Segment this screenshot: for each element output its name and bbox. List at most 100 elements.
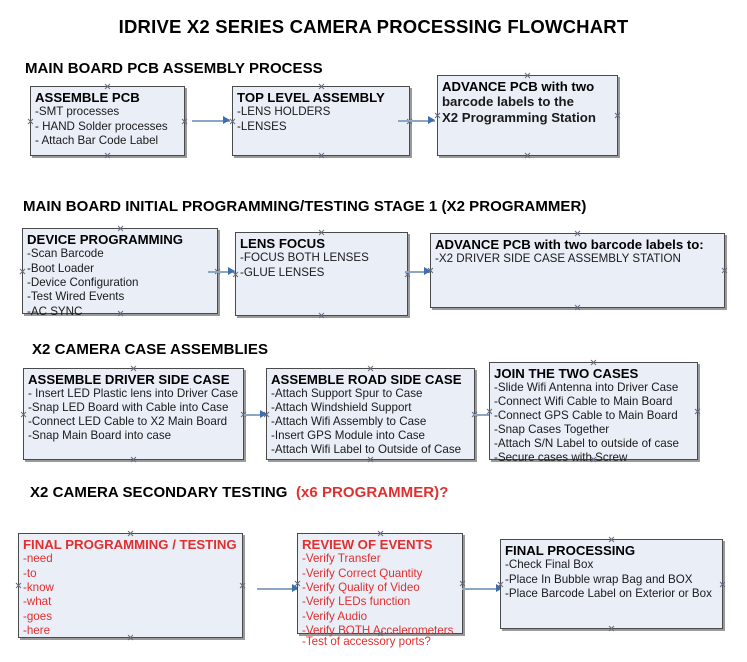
- box-line: -what: [23, 595, 52, 609]
- connection-handle-top[interactable]: [318, 229, 325, 236]
- arrow-shaft: [398, 120, 435, 122]
- connection-handle-bottom[interactable]: [574, 304, 581, 311]
- connection-handle-left[interactable]: [427, 267, 434, 274]
- box-line: -Place Barcode Label on Exterior or Box: [505, 587, 712, 601]
- connection-handle-left[interactable]: [15, 582, 22, 589]
- connection-handle-left[interactable]: [19, 268, 26, 275]
- connection-handle-right[interactable]: [239, 582, 246, 589]
- connection-handle-top[interactable]: [104, 83, 111, 90]
- box-line: -here: [23, 624, 51, 637]
- connection-handle-bottom[interactable]: [590, 456, 597, 463]
- box-line: -goes: [23, 609, 53, 623]
- connection-handle-left[interactable]: [497, 581, 504, 588]
- arrow-shaft: [208, 271, 235, 273]
- box-join-the-two-cases[interactable]: JOIN THE TWO CASES -Slide Wifi Antenna i…: [486, 359, 701, 464]
- box-line: -Attach Support Spur to Case: [271, 387, 423, 401]
- box-line: -Connect GPS Cable to Main Board: [494, 409, 678, 423]
- connection-handle-right[interactable]: [694, 408, 701, 415]
- connection-handle-bottom[interactable]: [377, 630, 384, 637]
- box-final-programming-testing[interactable]: FINAL PROGRAMMING / TESTING -need -to -k…: [18, 533, 243, 638]
- box-advance-pcb-driver-side[interactable]: ADVANCE PCB with two barcode labels to: …: [430, 233, 725, 308]
- box-line: - Insert LED Plastic lens into Driver Ca…: [28, 387, 239, 401]
- connection-handle-left[interactable]: [486, 408, 493, 415]
- connection-handle-top[interactable]: [130, 365, 137, 372]
- connection-handle-right[interactable]: [719, 581, 726, 588]
- box-lens-focus[interactable]: LENS FOCUS -FOCUS BOTH LENSES -GLUE LENS…: [235, 232, 408, 316]
- box-line: -Verify Audio: [302, 609, 368, 623]
- box-assemble-driver-side-case[interactable]: ASSEMBLE DRIVER SIDE CASE - Insert LED P…: [23, 368, 244, 460]
- connection-handle-bottom[interactable]: [367, 456, 374, 463]
- connection-handle-left[interactable]: [434, 112, 441, 119]
- connection-handle-bottom[interactable]: [130, 456, 137, 463]
- section-heading-text: X2 CAMERA CASE ASSEMBLIES: [32, 341, 269, 358]
- box-device-programming[interactable]: DEVICE PROGRAMMING -Scan Barcode -Boot L…: [19, 225, 218, 318]
- box-line: -Attach Wifi Assembly to Case: [271, 415, 427, 429]
- box-title: FINAL PROGRAMMING / TESTING: [23, 537, 237, 552]
- connection-handle-bottom[interactable]: [608, 625, 615, 632]
- arrow-shaft: [405, 271, 431, 273]
- arrow-shaft: [474, 414, 498, 416]
- connection-handle-top[interactable]: [318, 83, 325, 90]
- arrow-shaft: [244, 414, 267, 416]
- connection-handle-bottom[interactable]: [318, 152, 325, 159]
- connection-handle-top[interactable]: [574, 230, 581, 237]
- connection-handle-right[interactable]: [721, 267, 728, 274]
- box-line: -need: [23, 552, 53, 566]
- box-review-of-events[interactable]: REVIEW OF EVENTS -Verify Transfer -Verif…: [294, 530, 463, 648]
- box-line: X2 Programming Station: [442, 110, 596, 126]
- box-line: -Verify Transfer: [302, 552, 381, 566]
- connection-handle-left[interactable]: [294, 580, 301, 587]
- connection-handle-left[interactable]: [20, 411, 27, 418]
- section-heading-main-board-initial-programming: MAIN BOARD INITIAL PROGRAMMING/TESTING S…: [23, 198, 586, 215]
- connection-handle-top[interactable]: [590, 359, 597, 366]
- connection-handle-right[interactable]: [181, 118, 188, 125]
- arrow-head: [292, 584, 299, 592]
- connection-handle-top[interactable]: [367, 365, 374, 372]
- box-assemble-pcb[interactable]: ASSEMBLE PCB -SMT processes - HAND Solde…: [30, 86, 185, 156]
- box-line: -GLUE LENSES: [240, 265, 325, 279]
- box-title: FINAL PROCESSING: [505, 543, 636, 558]
- box-line: -Connect LED Cable to X2 Main Board: [28, 415, 228, 429]
- box-line: -Snap LED Board with Cable into Case: [28, 401, 229, 415]
- box-advance-pcb-programming-station[interactable]: ADVANCE PCB with two barcode labels to t…: [437, 75, 618, 156]
- connection-handle-bottom[interactable]: [318, 312, 325, 319]
- connection-handle-top[interactable]: [524, 72, 531, 79]
- connection-handle-top[interactable]: [117, 225, 124, 232]
- box-line: -Snap Main Board into case: [28, 429, 172, 443]
- connection-handle-left[interactable]: [229, 118, 236, 125]
- connection-handle-top[interactable]: [127, 530, 134, 537]
- box-line: - HAND Solder processes: [35, 119, 168, 133]
- box-assemble-road-side-case[interactable]: ASSEMBLE ROAD SIDE CASE -Attach Support …: [266, 368, 475, 460]
- box-line: -Verify Correct Quantity: [302, 566, 423, 580]
- connection-handle-left[interactable]: [27, 118, 34, 125]
- box-overflow-line: -Test of accessory ports?: [302, 634, 431, 648]
- section-heading-x2-camera-secondary-testing: X2 CAMERA SECONDARY TESTING (x6 PROGRAMM…: [30, 484, 448, 501]
- connection-handle-bottom[interactable]: [127, 634, 134, 641]
- connection-handle-left[interactable]: [232, 271, 239, 278]
- box-top-level-assembly[interactable]: TOP LEVEL ASSEMBLY -LENS HOLDERS -LENSES: [232, 86, 410, 156]
- box-line: -Device Configuration: [27, 276, 139, 290]
- connection-handle-bottom[interactable]: [524, 152, 531, 159]
- box-line: - Attach Bar Code Label: [35, 134, 159, 148]
- box-title: DEVICE PROGRAMMING: [27, 232, 184, 247]
- box-title: ADVANCE PCB with two barcode labels to:: [435, 237, 704, 252]
- connection-handle-bottom[interactable]: [117, 310, 124, 317]
- box-line: -Attach Wifi Label to Outside of Case: [271, 443, 462, 457]
- connection-handle-top[interactable]: [377, 530, 384, 537]
- connection-handle-top[interactable]: [608, 536, 615, 543]
- box-content: LENS FOCUS -FOCUS BOTH LENSES -GLUE LENS…: [236, 233, 407, 282]
- box-content: ASSEMBLE ROAD SIDE CASE -Attach Support …: [267, 369, 474, 459]
- box-final-processing[interactable]: FINAL PROCESSING -Check Final Box -Place…: [500, 539, 723, 629]
- connection-handle-left[interactable]: [263, 411, 270, 418]
- arrow-device-programming-to-lens-focus: [208, 267, 235, 276]
- connection-handle-right[interactable]: [614, 112, 621, 119]
- box-line: -Attach S/N Label to outside of case: [494, 437, 679, 451]
- box-content: ASSEMBLE DRIVER SIDE CASE - Insert LED P…: [24, 369, 243, 445]
- box-line: -Connect Wifi Cable to Main Board: [494, 395, 673, 409]
- arrow-shaft: [192, 120, 230, 122]
- arrow-shaft: [257, 588, 299, 590]
- section-heading-text: X2 CAMERA SECONDARY TESTING: [30, 484, 288, 501]
- connection-handle-bottom[interactable]: [104, 152, 111, 159]
- box-content: ASSEMBLE PCB -SMT processes - HAND Solde…: [31, 87, 184, 150]
